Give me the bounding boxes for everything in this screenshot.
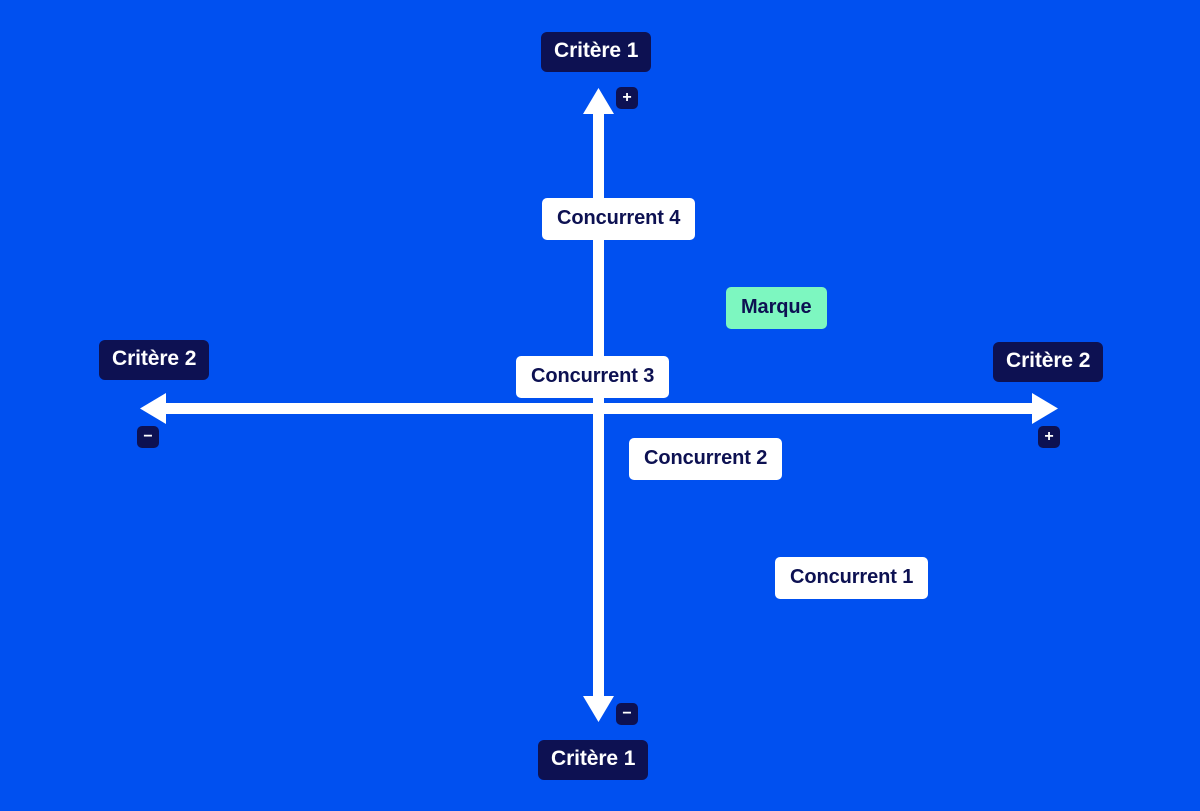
map-item-concurrent-3[interactable]: Concurrent 3 [516,356,670,399]
map-item-marque[interactable]: Marque [726,287,827,330]
axis-label-criterion1-top: Critère 1 [541,32,652,72]
map-item-concurrent-2[interactable]: Concurrent 2 [629,438,783,481]
axis-arrow-left [140,393,166,424]
polarity-symbol-right: + [1044,427,1054,445]
minus-icon-bottom: − [616,703,638,725]
axis-arrow-up [583,88,614,114]
plus-icon-top: + [616,87,638,109]
axis-label-criterion1-bottom: Critère 1 [538,740,649,780]
axis-arrow-down [583,696,614,722]
polarity-symbol-bottom: − [622,704,632,722]
horizontal-axis-line [158,403,1042,414]
map-item-concurrent-1[interactable]: Concurrent 1 [775,557,929,600]
polarity-symbol-top: + [622,88,632,106]
plus-icon-right: + [1038,426,1060,448]
axis-label-criterion2-left: Critère 2 [99,340,210,380]
map-item-concurrent-4[interactable]: Concurrent 4 [542,198,696,241]
axis-arrow-right [1032,393,1058,424]
minus-icon-left: − [137,426,159,448]
axis-label-criterion2-right: Critère 2 [993,342,1104,382]
polarity-symbol-left: − [143,427,153,445]
